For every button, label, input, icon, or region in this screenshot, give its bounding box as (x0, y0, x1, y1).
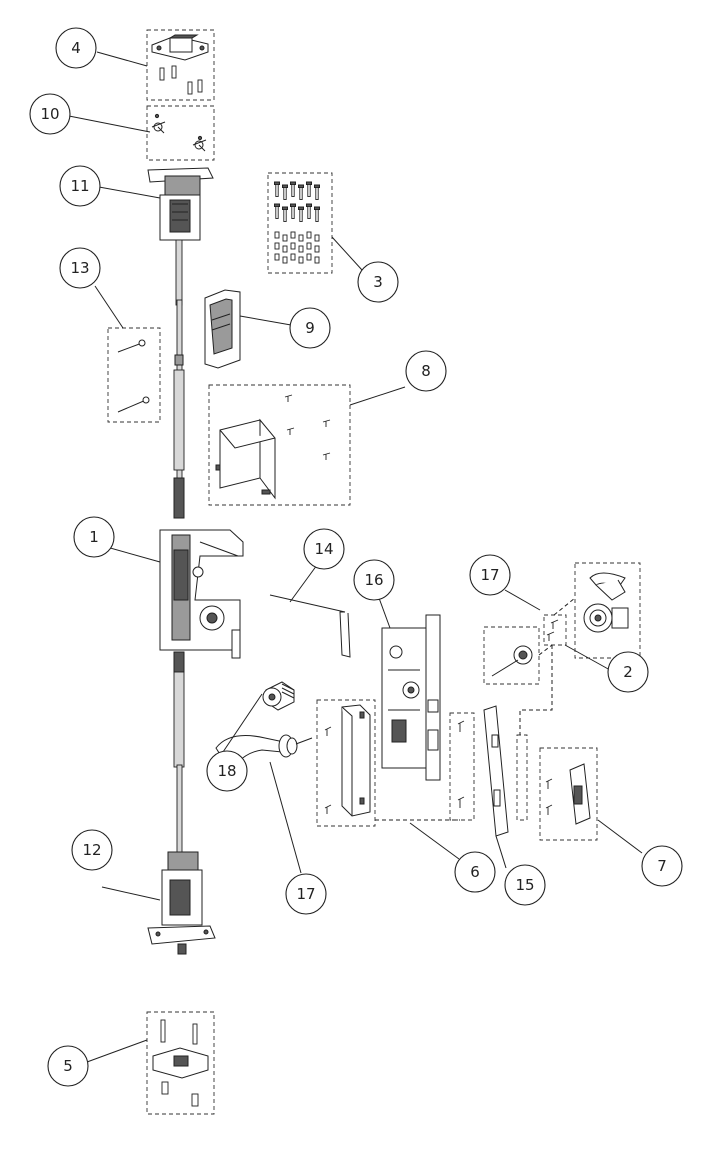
svg-text:14: 14 (314, 540, 333, 558)
svg-text:6: 6 (470, 863, 480, 881)
screw-shank (283, 209, 287, 222)
small-screw (314, 245, 320, 253)
callout-2: 2 (607, 651, 649, 693)
part-13-long-screws (107, 327, 161, 423)
small-screw (282, 256, 288, 264)
screw-shank (299, 187, 303, 200)
part-15-face-plate (483, 705, 528, 837)
svg-text:17: 17 (296, 885, 315, 903)
part-5-bottom-strike (146, 1011, 215, 1115)
svg-text:2: 2 (623, 663, 633, 681)
screw-shank (299, 209, 303, 222)
small-screw (298, 256, 304, 264)
leader-lines (68, 51, 643, 1063)
small-screw (298, 245, 304, 253)
screw-shank (307, 206, 311, 219)
screw-shank (275, 206, 279, 219)
part-17-lever-trim-upper (574, 562, 641, 659)
part-11-top-latch-assembly (147, 167, 214, 306)
callout-10: 10 (29, 93, 71, 135)
callout-18: 18 (206, 750, 248, 792)
svg-text:4: 4 (71, 39, 81, 57)
svg-text:12: 12 (82, 841, 101, 859)
small-screw (274, 231, 280, 239)
small-screw (282, 245, 288, 253)
svg-text:5: 5 (63, 1057, 73, 1075)
part-10-small-clips (146, 105, 215, 161)
upper-rod (173, 299, 185, 519)
small-screw (274, 242, 280, 250)
callout-5: 5 (47, 1045, 89, 1087)
small-screw (282, 234, 288, 242)
callout-13: 13 (59, 247, 101, 289)
svg-text:13: 13 (70, 259, 89, 277)
small-screw (290, 242, 296, 250)
small-screw (306, 253, 312, 261)
callout-4: 4 (55, 27, 97, 69)
part-4-top-strike (146, 29, 215, 101)
screw-shank (307, 184, 311, 197)
part-1-center-case (159, 529, 244, 659)
svg-text:8: 8 (421, 362, 431, 380)
small-screw (290, 231, 296, 239)
lower-rod (173, 651, 185, 856)
svg-text:10: 10 (40, 105, 59, 123)
part-3-screw-set (267, 172, 333, 274)
callout-11: 11 (59, 165, 101, 207)
callout-9: 9 (289, 307, 331, 349)
small-screw (306, 231, 312, 239)
part-16-mortise-lock-body (381, 614, 441, 781)
part-12-bottom-latch-assembly (147, 851, 216, 955)
small-screw (314, 234, 320, 242)
svg-text:7: 7 (657, 857, 667, 875)
part-14-hex-key (269, 594, 351, 658)
screw-shank (283, 187, 287, 200)
callout-8: 8 (405, 350, 447, 392)
callout-6: 6 (454, 851, 496, 893)
part-6-trim-plates (316, 699, 475, 827)
screw-shank (291, 206, 295, 219)
part-7-strike-plate (539, 747, 598, 841)
small-screw (314, 256, 320, 264)
part-18-cylinder (262, 681, 295, 711)
svg-text:1: 1 (89, 528, 99, 546)
svg-text:18: 18 (217, 762, 236, 780)
screw-shank (315, 187, 319, 200)
callout-7: 7 (641, 845, 683, 887)
callout-12: 12 (71, 829, 113, 871)
callout-17-lower: 17 (285, 873, 327, 915)
screw-shank (291, 184, 295, 197)
small-screw (298, 234, 304, 242)
callout-1: 1 (73, 516, 115, 558)
screw-shank (315, 209, 319, 222)
svg-text:9: 9 (305, 319, 315, 337)
svg-text:3: 3 (373, 273, 383, 291)
callout-14: 14 (303, 528, 345, 570)
part-rose-and-spindle (483, 597, 576, 735)
svg-text:11: 11 (70, 177, 89, 195)
svg-text:15: 15 (515, 876, 534, 894)
svg-text:16: 16 (364, 571, 383, 589)
part-8-mounting-bracket (208, 384, 351, 506)
part-9-cover-plate (204, 289, 241, 369)
small-screw (306, 242, 312, 250)
small-screw (274, 253, 280, 261)
small-screw (290, 253, 296, 261)
svg-text:17: 17 (480, 566, 499, 584)
callout-17-upper: 17 (469, 554, 511, 596)
callout-15: 15 (504, 864, 546, 906)
callout-3: 3 (357, 261, 399, 303)
callout-16: 16 (353, 559, 395, 601)
screw-shank (275, 184, 279, 197)
